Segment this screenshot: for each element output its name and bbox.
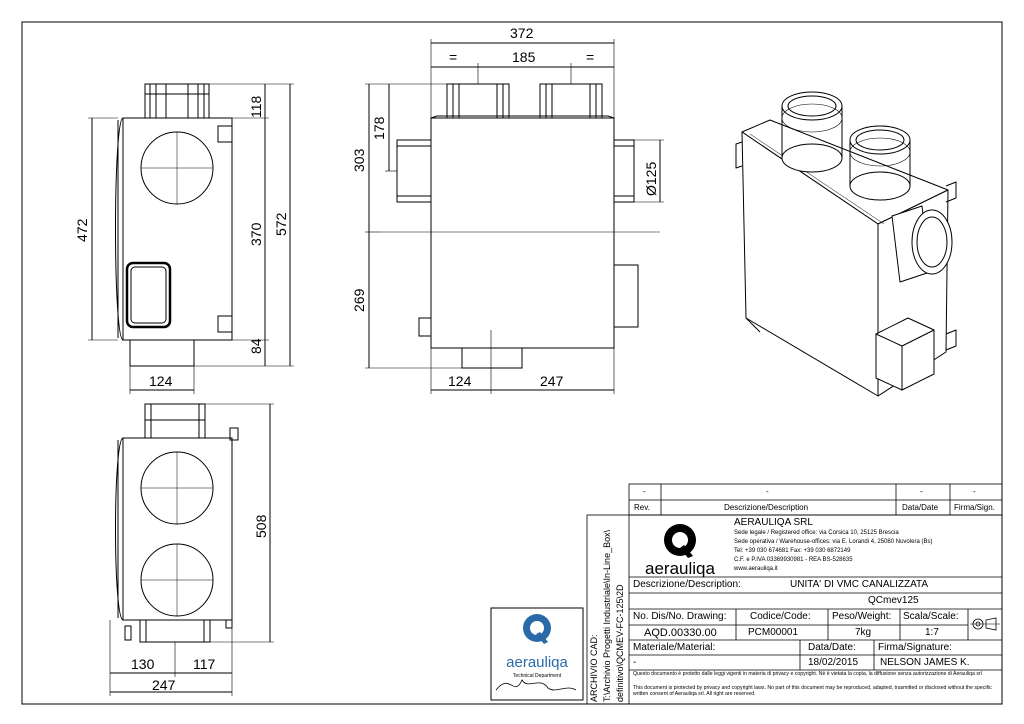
stamp-subtitle: Technical Department [513,673,562,679]
company-line-4: C.F. e P.IVA 03369930981 - REA BS-528635 [734,557,853,563]
legal-notice-it: Questo documento è protetto dalle leggi … [633,671,982,677]
technical-department-stamp [490,607,584,701]
company-logo-text: aerauliqa [645,559,715,578]
dim-top-pipe-spacing: 185 [512,49,536,65]
title-block-grid [586,483,1003,705]
drawing-value: AQD.00330.00 [644,627,717,639]
dim-front-total-width: 247 [152,677,176,693]
company-logo [664,524,696,558]
dim-top-diameter: Ø125 [643,162,659,196]
rev-row-date-value: - [920,487,923,496]
dim-front-right: 117 [193,656,216,672]
dim-top-width: 372 [510,25,534,41]
dim-side-pipe-offset: 124 [149,373,173,389]
archive-path-1: T:\Archivio Progetti Industriale\In-Line… [602,529,612,702]
archive-label: ARCHIVIO CAD: [589,634,599,702]
code-label: Codice/Code: [750,611,811,622]
date-header: Data/Date [902,503,939,512]
signature-header: Firma/Sign. [954,503,995,512]
rev-header: Rev. [634,503,650,512]
dim-side-left-height: 472 [74,218,90,242]
dim-top-pipe-offset: 178 [371,116,387,140]
code-value: PCM00001 [748,627,799,638]
legal-notice-en: This document is protected by privacy an… [633,685,992,697]
front-view [109,403,274,696]
dim-top-offset-left: 124 [448,373,472,389]
material-value: - [633,657,637,668]
rev-row-desc-value: - [766,487,769,496]
stamp-logo-text: aerauliqa [506,654,568,671]
description-value: UNITA' DI VMC CANALIZZATA [790,579,929,590]
dim-top-equal-right: = [586,49,594,65]
company-line-2: Sede operativa / Warehouse-offices: via … [734,539,933,545]
weight-label: Peso/Weight: [832,611,892,622]
company-name: AERAULIQA SRL [734,517,813,528]
archive-path-2: definitivo\QCMEV-FC-125\2D [615,584,625,702]
description-label: Descrizione/Description: [633,579,741,590]
rev-row-rev-value: - [643,487,646,496]
dim-front-height: 508 [253,514,269,538]
dim-side-top-pipe: 118 [248,95,264,118]
isometric-view [735,91,957,397]
date-value: 18/02/2015 [808,657,859,668]
company-line-1: Sede legale / Registered office: via Cor… [734,530,899,536]
top-view [365,39,664,394]
company-line-3: Tel: +39 030 674681 Fax: +39 030 6872149 [734,548,851,554]
dim-side-bottom-pipe: 84 [248,338,264,354]
model-value: QCmev125 [868,595,919,606]
side-view [88,83,294,394]
rev-row-sign-value: - [973,487,976,496]
scale-value: 1:7 [925,627,939,638]
weight-value: 7kg [855,627,872,638]
signature-label: Firma/Signature: [878,642,952,653]
dim-side-total-height: 572 [273,212,289,236]
dim-top-equal-left: = [449,49,457,65]
dim-top-offset-right: 247 [540,373,564,389]
dim-top-lower-height: 269 [351,288,367,312]
dim-side-body-height: 370 [248,222,264,246]
dim-top-upper-height: 303 [351,148,367,172]
scale-label: Scala/Scale: [903,611,959,622]
company-website: www.aerauliqa.it [734,566,778,572]
description-header: Descrizione/Description [724,503,809,512]
date-label: Data/Date: [808,642,856,653]
material-label: Materiale/Material: [633,642,716,653]
dim-front-left: 130 [131,656,155,672]
drawing-label: No. Dis/No. Drawing: [633,611,727,622]
signature-value: NELSON JAMES K. [880,657,970,668]
